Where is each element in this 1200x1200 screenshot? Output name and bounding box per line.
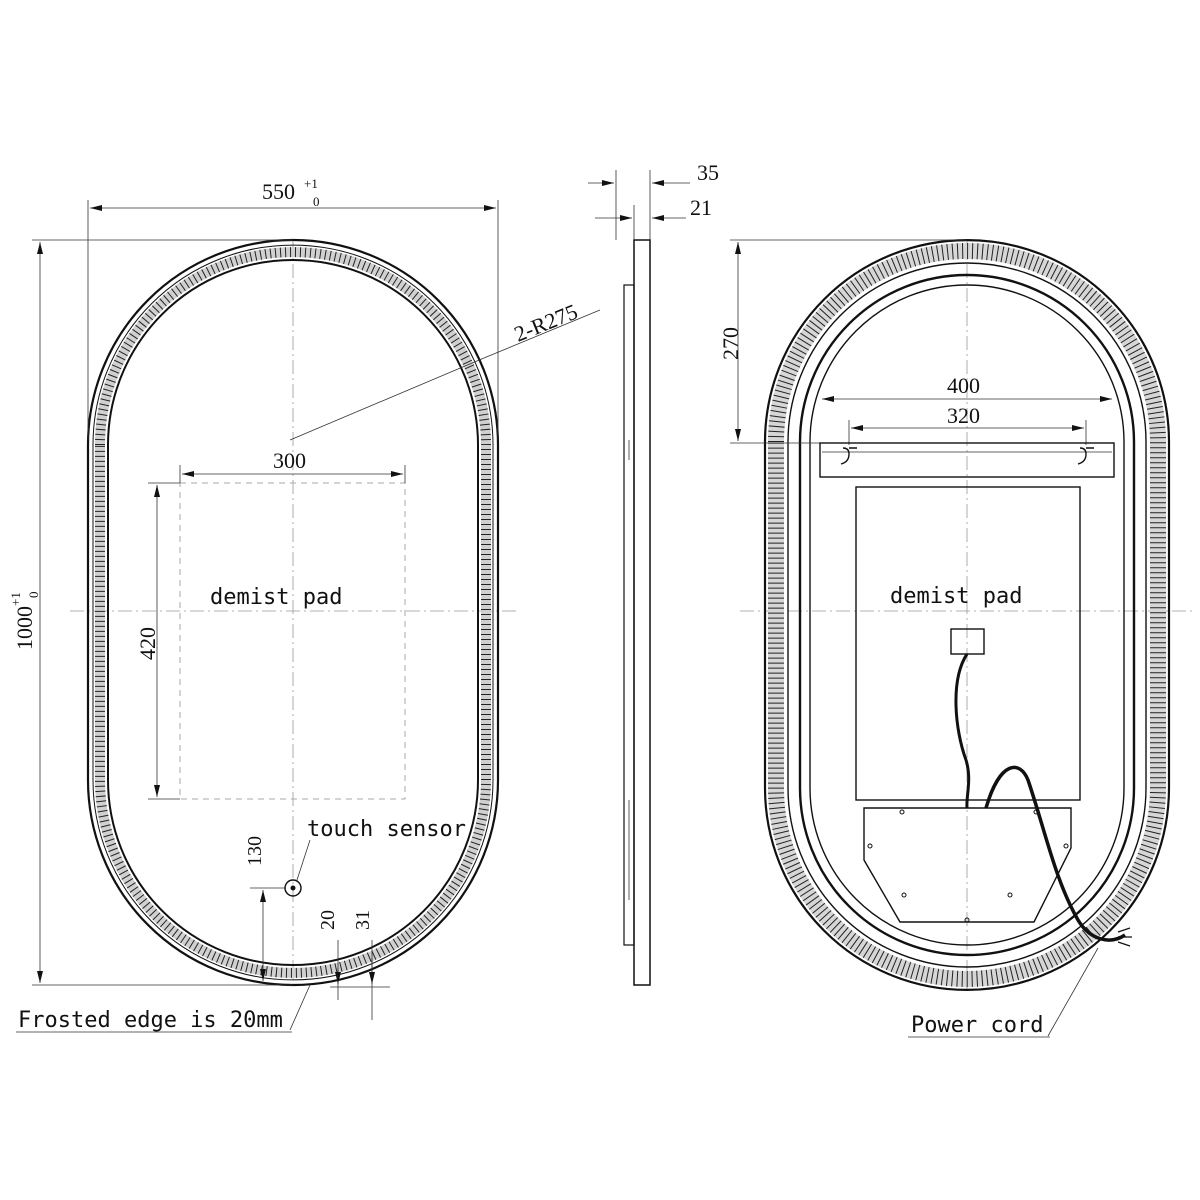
bracket-outer-dimension: 400 <box>947 373 980 398</box>
top-offset-dimension: 270 <box>718 327 743 360</box>
front-outer-outline-second <box>92 244 494 981</box>
width-tol-upper: +1 <box>304 176 318 191</box>
rear-outer-outline <box>763 238 1171 992</box>
pad-wire <box>954 653 971 809</box>
front-outer-outline <box>86 238 500 987</box>
side-profile-backing <box>623 284 635 946</box>
front-demist-pad <box>179 482 406 800</box>
rear-inner-outline <box>809 284 1125 946</box>
pad-width-dimension: 300 <box>273 448 306 473</box>
bracket-hook-left-icon <box>840 447 857 465</box>
edge-dimension-b: 31 <box>352 910 374 930</box>
bracket-inner-dimension: 320 <box>947 403 980 428</box>
side-profile-glass <box>633 239 651 986</box>
width-tol-lower: 0 <box>313 194 320 209</box>
rear-backing-outline <box>798 273 1136 957</box>
width-dimension: 550 <box>262 179 295 204</box>
cord-end <box>1117 927 1132 947</box>
front-demist-pad-label: demist pad <box>210 585 342 610</box>
glass-dimension: 21 <box>690 195 712 220</box>
height-tol-lower: 0 <box>26 592 41 599</box>
rear-band-inner-line <box>787 262 1147 968</box>
frosted-texture <box>95 247 491 978</box>
edge-dimension-a: 20 <box>317 910 339 930</box>
bracket-hook-right-icon <box>1077 447 1094 465</box>
rear-view: 270 400 320 demist pad Power cord <box>718 238 1195 1038</box>
front-view: 550 +1 0 1000 +1 0 2-R275 300 420 demist… <box>8 176 601 1033</box>
rear-demist-pad-label: demist pad <box>890 584 1022 609</box>
radius-label: 2-R275 <box>511 299 582 347</box>
height-dimension: 1000 <box>12 606 37 650</box>
pad-height-dimension: 420 <box>135 627 160 660</box>
frosted-edge-note: Frosted edge is 20mm <box>18 1008 283 1033</box>
touch-sensor-label: touch sensor <box>307 817 466 842</box>
height-tol-upper: +1 <box>8 592 23 606</box>
rear-demist-pad <box>855 486 1081 801</box>
radius-leader <box>289 357 485 441</box>
power-cord-label: Power cord <box>911 1013 1043 1038</box>
pad-connector <box>950 628 985 655</box>
depth-dimension: 35 <box>697 160 719 185</box>
hanging-bracket <box>819 442 1115 478</box>
power-cord <box>984 765 1126 942</box>
side-view: 35 21 <box>588 160 719 986</box>
driver-box <box>863 807 1072 923</box>
front-inner-outline <box>107 259 479 966</box>
sensor-offset-dimension: 130 <box>244 836 266 866</box>
rear-frosted-texture <box>768 243 1166 987</box>
